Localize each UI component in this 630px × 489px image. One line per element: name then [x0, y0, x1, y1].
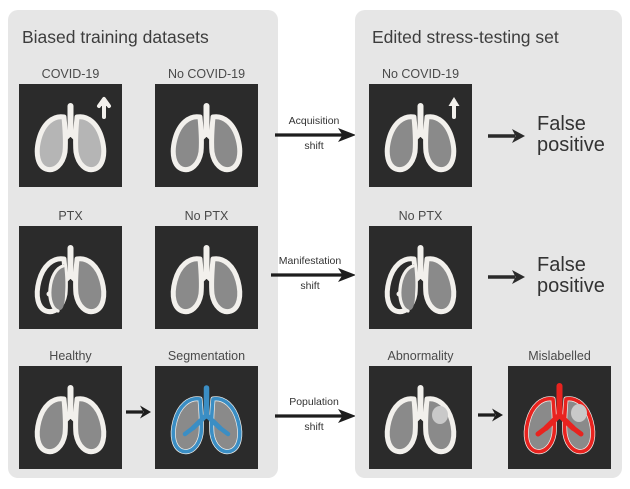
up-arrow-marker-icon [448, 97, 460, 119]
outcome-false-positive-1: False positive [537, 114, 605, 156]
cell-label-mislabelled: Mislabelled [528, 349, 591, 363]
cell-label-segmentation: Segmentation [167, 349, 246, 363]
arrow-right-icon [275, 409, 356, 423]
cell-label-no-covid-19: No COVID-19 [167, 67, 246, 81]
nodule-marker [571, 404, 587, 422]
pneumothorax-line [48, 264, 65, 313]
shift-label-line1: Population [289, 396, 339, 408]
cell-label-abnormality: Abnormality [387, 349, 454, 363]
shift-label-line2: shift [304, 140, 324, 152]
shift-arrow-line [275, 409, 356, 423]
outcome-line2: positive [537, 134, 605, 156]
xray-image-edited-no-covid-19 [369, 84, 472, 187]
lung-graphic-dark [170, 245, 243, 315]
shift-label-line1: Manifestation [278, 255, 342, 267]
xray-image-edited-no-ptx [369, 226, 472, 329]
cell-label-edited-no-ptx: No PTX [398, 209, 443, 223]
xray-image-no-ptx [155, 226, 258, 329]
nodule-marker [432, 406, 448, 424]
shift-label-line2: shift [300, 280, 320, 292]
shift-label-line1: Acquisition [288, 115, 340, 127]
arrow-to-false-positive-2 [488, 268, 526, 286]
outcome-line1: False [537, 113, 586, 135]
cell-label-ptx: PTX [58, 209, 83, 223]
arrow-healthy-to-segmentation [126, 404, 152, 420]
pneumothorax-line [398, 264, 415, 313]
arrow-right-icon [271, 268, 356, 282]
xray-image-healthy [19, 366, 122, 469]
lung-graphic-dark [34, 385, 107, 455]
shift-label-line2: shift [304, 421, 324, 433]
shift-arrow-manifestation: Manifestation shift [271, 255, 356, 292]
xray-image-ptx [19, 226, 122, 329]
arrow-right-icon [478, 408, 503, 422]
lung-graphic-ptx [384, 245, 457, 315]
outcome-line1: False [537, 254, 586, 276]
up-arrow-marker-icon [97, 97, 111, 119]
panel-title-right: Edited stress-testing set [372, 27, 559, 47]
xray-image-segmentation [155, 366, 258, 469]
lung-graphic-dark [384, 103, 457, 173]
arrow-right-icon [488, 129, 525, 143]
lung-graphic-ptx [34, 245, 107, 315]
shift-arrow-population: Population shift [275, 396, 356, 433]
cell-label-edited-no-covid-19: No COVID-19 [381, 67, 460, 81]
outcome-line2: positive [537, 275, 605, 297]
shift-arrow-line [271, 268, 356, 282]
arrow-right-icon [488, 270, 525, 284]
xray-image-covid-19 [19, 84, 122, 187]
xray-image-abnormality [369, 366, 472, 469]
arrow-right-icon [126, 405, 151, 419]
panel-title-left: Biased training datasets [22, 27, 209, 47]
lung-graphic-light [34, 103, 107, 173]
lung-graphic-dark [170, 103, 243, 173]
xray-image-no-covid-19 [155, 84, 258, 187]
cell-label-no-ptx: No PTX [184, 209, 229, 223]
shift-arrow-line [275, 128, 356, 142]
cell-label-healthy: Healthy [49, 349, 92, 363]
arrow-to-false-positive-1 [488, 127, 526, 145]
arrow-right-icon [275, 128, 356, 142]
shift-arrow-acquisition: Acquisition shift [275, 115, 356, 152]
arrow-abnormality-to-mislabelled [478, 407, 504, 423]
xray-image-mislabelled [508, 366, 611, 469]
cell-label-covid-19: COVID-19 [41, 67, 100, 81]
segmentation-overlay [171, 385, 242, 454]
outcome-false-positive-2: False positive [537, 255, 605, 297]
